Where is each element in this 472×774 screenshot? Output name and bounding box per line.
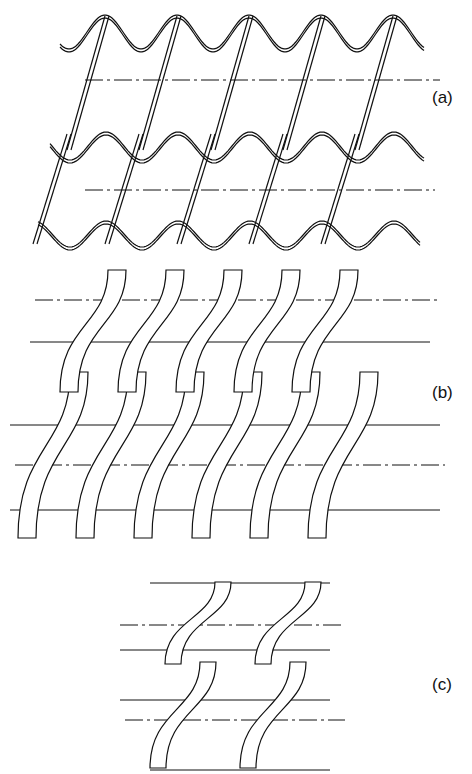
flight-edge	[139, 16, 177, 150]
flight-edge	[325, 134, 359, 244]
screw-flight	[255, 582, 321, 664]
flight-edge	[283, 16, 321, 150]
screw-flight	[165, 582, 231, 664]
flight-profile	[60, 18, 424, 52]
figure-label: (c)	[432, 675, 452, 695]
barrel-line	[150, 583, 330, 584]
barrel-line	[10, 510, 440, 511]
flight-edge	[71, 16, 109, 150]
figure-label: (a)	[432, 88, 453, 108]
flight-edge	[67, 16, 105, 150]
screw-flight	[234, 270, 300, 392]
axis-line	[125, 720, 345, 721]
barrel-line	[150, 770, 330, 771]
flight-edge	[355, 16, 393, 150]
flight-profile	[50, 132, 424, 160]
flight-edge	[37, 134, 71, 244]
flight-profile	[38, 224, 420, 250]
flight-edge	[177, 134, 211, 244]
flight-profile	[38, 221, 420, 247]
flight-edge	[105, 134, 139, 244]
flight-edge	[215, 16, 253, 150]
screw-flight	[150, 662, 216, 768]
screw-flight	[118, 270, 184, 392]
flight-edge	[253, 134, 287, 244]
axis-line	[120, 625, 345, 626]
screw-flight	[240, 662, 306, 768]
flight-profile	[50, 135, 424, 163]
flight-edge	[287, 16, 325, 150]
screw-flight	[292, 270, 358, 392]
flight-edge	[211, 16, 249, 150]
screw-flight	[308, 372, 378, 538]
axis-line	[85, 190, 435, 191]
axis-line	[85, 80, 440, 81]
barrel-line	[120, 650, 330, 651]
barrel-line	[120, 700, 330, 701]
screw-flight	[60, 270, 126, 392]
axis-line	[35, 300, 440, 301]
figure-label: (b)	[432, 383, 453, 403]
screw-flight	[176, 270, 242, 392]
flight-edge	[321, 134, 355, 244]
axis-line	[15, 465, 445, 466]
flight-edge	[109, 134, 143, 244]
flight-edge	[143, 16, 181, 150]
flight-edge	[359, 16, 397, 150]
flight-edge	[249, 134, 283, 244]
flight-edge	[33, 134, 67, 244]
flight-edge	[181, 134, 215, 244]
